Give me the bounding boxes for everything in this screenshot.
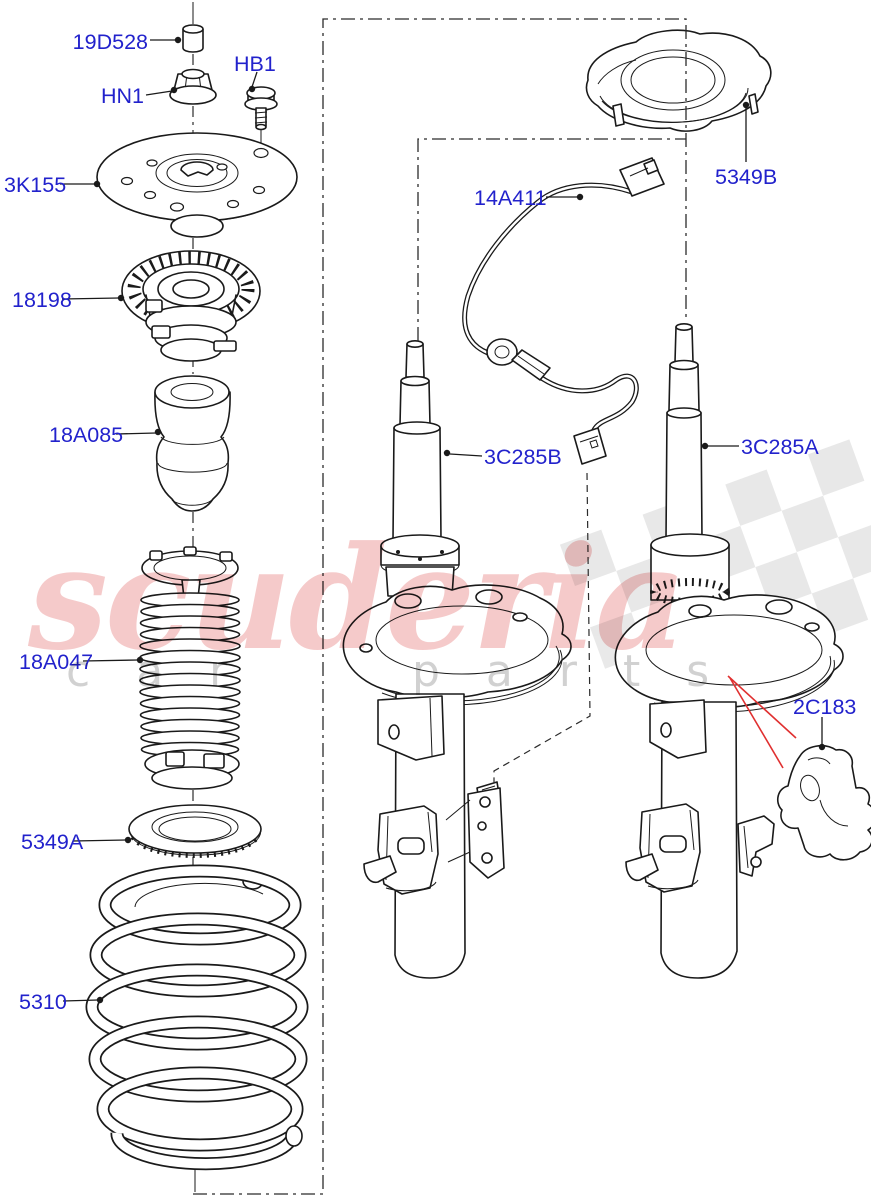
part-drawing-5349a-seat-ring [128,804,262,858]
part-drawing-14a411-sensor-harness [462,157,665,465]
part-label-5349b[interactable]: 5349B [715,165,777,189]
red-locator-lines [727,675,797,769]
part-drawing-3c285a-strut [614,322,844,979]
part-drawing-5310-coil-spring [85,864,309,1171]
part-label-18a047[interactable]: 18A047 [19,650,93,674]
part-label-3c285a[interactable]: 3C285A [741,435,819,459]
part-label-14a411[interactable]: 14A411 [474,186,547,210]
part-drawing-hb1-bolt [244,86,278,131]
part-drawing-18a085-bump-stop [154,375,231,512]
part-label-hb1[interactable]: HB1 [234,52,276,76]
part-label-19d528[interactable]: 19D528 [73,30,148,54]
part-label-2c183[interactable]: 2C183 [793,695,856,719]
part-labels: 19D528 HN1 HB1 3K155 18198 18A085 18A047… [4,30,856,1014]
boundary-lines [193,18,687,1195]
part-label-hn1[interactable]: HN1 [101,84,144,108]
part-label-3k155[interactable]: 3K155 [4,173,66,197]
part-label-18198[interactable]: 18198 [12,288,72,312]
part-drawing-2c183-bracket [776,744,871,861]
part-label-18a085[interactable]: 18A085 [49,423,123,447]
part-drawing-hn1-nut [169,68,217,105]
part-drawing-3k155-top-mount [96,132,298,238]
part-drawing-19d528-cap [182,24,204,53]
part-drawing-18198-bearing [121,250,261,362]
leader-lines [60,36,826,1004]
part-label-5349a[interactable]: 5349A [21,830,84,854]
part-drawing-18a047-dust-cover [139,546,241,790]
part-drawing-5349b-top-mount [585,29,772,132]
part-label-3c285b[interactable]: 3C285B [484,445,562,469]
part-drawing-3c285b-strut [342,339,572,979]
part-label-5310[interactable]: 5310 [19,990,67,1014]
